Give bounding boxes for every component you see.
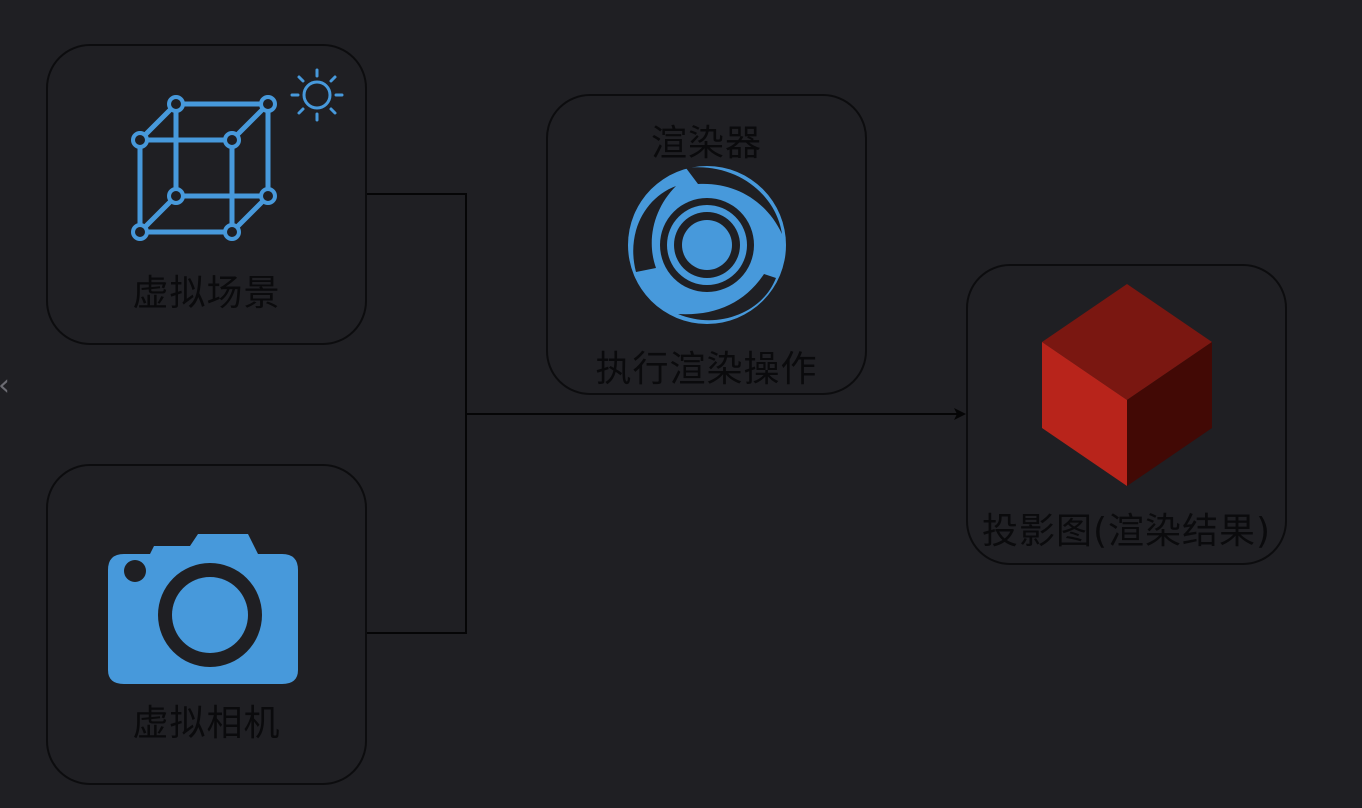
- scene-label: 虚拟场景: [132, 273, 281, 314]
- scene-node[interactable]: 虚拟场景: [46, 44, 367, 345]
- red-cube-icon: [1042, 284, 1212, 486]
- renderer-node[interactable]: 渲染器 执行渲染操作: [546, 94, 867, 395]
- renderer-swirl-icon: [628, 166, 786, 324]
- result-node[interactable]: 投影图(渲染结果): [966, 264, 1287, 565]
- chevron-left-icon[interactable]: ‹: [0, 368, 10, 403]
- renderer-label: 执行渲染操作: [595, 349, 818, 390]
- renderer-title: 渲染器: [650, 123, 762, 164]
- sun-icon: [290, 68, 344, 122]
- camera-label: 虚拟相机: [132, 703, 281, 744]
- camera-icon: [108, 534, 298, 684]
- camera-node[interactable]: 虚拟相机: [46, 464, 367, 785]
- result-label: 投影图(渲染结果): [981, 511, 1272, 552]
- edge-camera-to-junction: [366, 414, 467, 634]
- wireframe-cube-icon: [131, 95, 277, 241]
- edge-scene-to-junction: [366, 193, 467, 414]
